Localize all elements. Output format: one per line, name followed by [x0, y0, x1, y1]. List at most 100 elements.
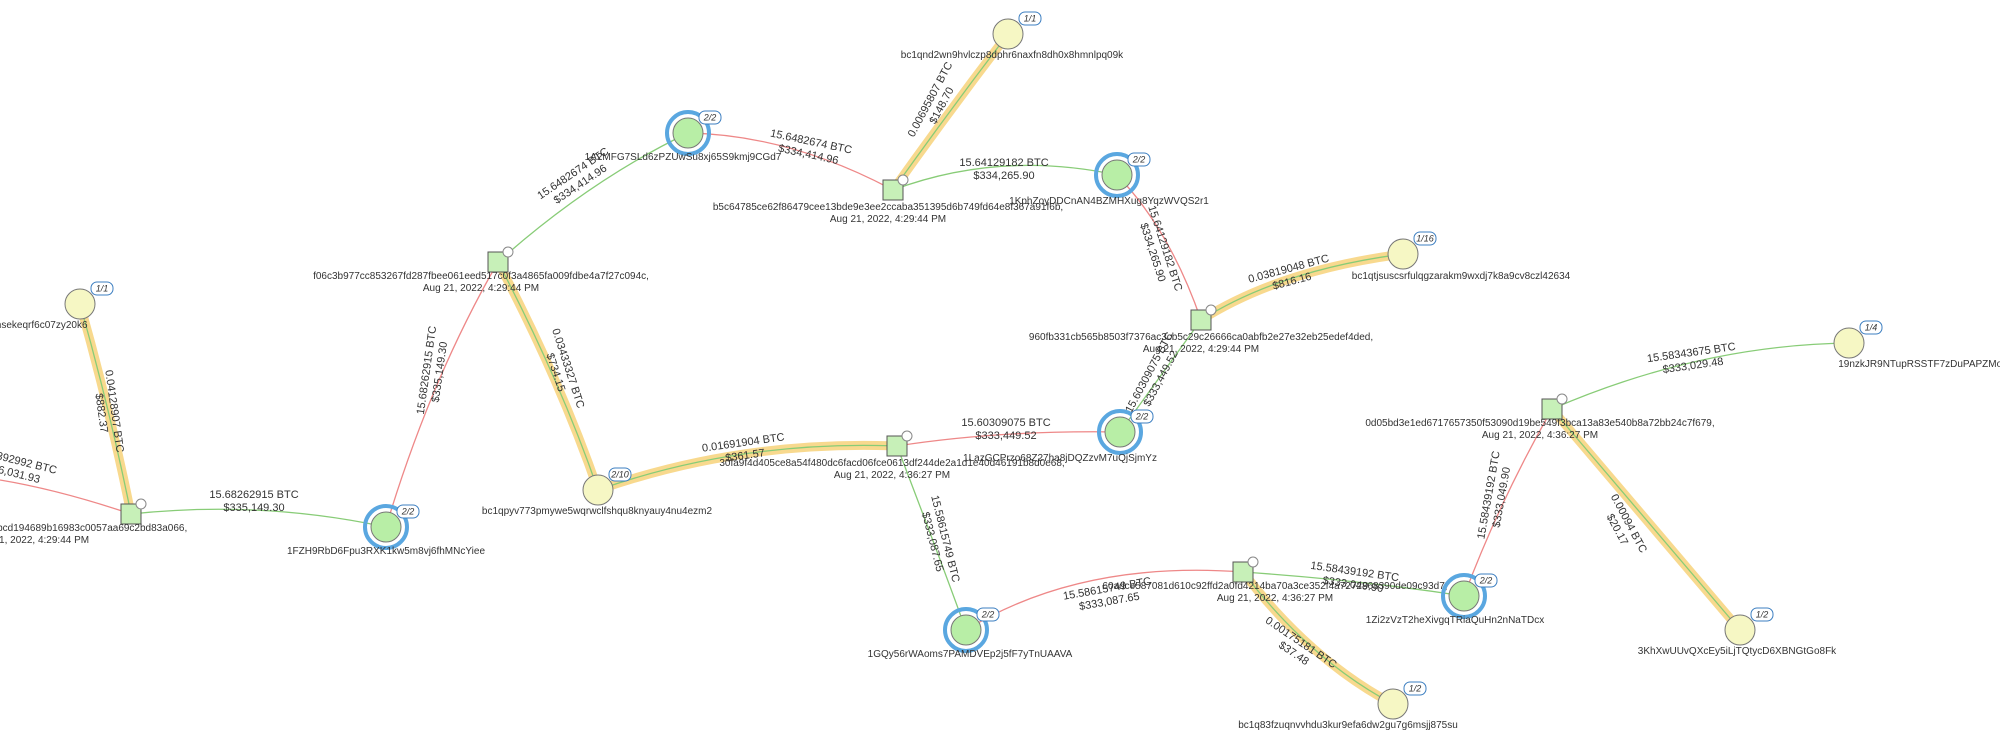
- address-node[interactable]: 1/18fszqyumiw44zx2mt5zmsekeqrf6c07zy20k6: [0, 281, 114, 331]
- transaction-time: Aug 21, 2022, 4:36:27 PM: [834, 470, 950, 481]
- address-circle-icon: [672, 117, 704, 149]
- badge-count: 2/10: [610, 470, 629, 480]
- edge-line: [1242, 571, 1394, 705]
- address-label: 1Zi2zVzT2heXivgqTRiaQuHn2nNaTDcx: [1366, 615, 1544, 626]
- address-circle-icon: [582, 474, 614, 506]
- edge-e17[interactable]: 15.58439192 BTC$333,049.90: [1242, 560, 1465, 597]
- transaction-node[interactable]: 960fb331cb565b8503f7376ac3cb5c29c26666ca…: [1029, 304, 1373, 355]
- address-circle-icon: [64, 288, 96, 320]
- badge-count: 1/4: [1865, 323, 1878, 333]
- transaction-square-icon: [882, 179, 904, 201]
- address-node[interactable]: 2/2 1GQy56rWAoms7PAMDVEp2j5fF7yTnUAAVA: [868, 607, 1073, 660]
- address-label: bc1qtjsuscsrfulqgzarakm9wxdj7k8a9cv8czl4…: [1352, 271, 1571, 282]
- edge-btc-amount: 15.64129182 BTC: [959, 157, 1048, 169]
- address-label: 1FZH9RbD6Fpu3RXK1kw5m8vj6fhMNcYiee: [287, 546, 485, 557]
- transaction-node[interactable]: f06c3b977cc853267fd287fbee061eed517c0f3a…: [313, 246, 649, 294]
- edge-e14[interactable]: 15.68262915 BTC$335,149.30: [130, 489, 387, 530]
- edge-e12[interactable]: 0.03433327 BTC$734.15: [493, 257, 603, 495]
- expand-handle-icon[interactable]: [897, 174, 909, 186]
- badge: [1127, 152, 1151, 167]
- edge-btc-amount: 15.68262915 BTC: [209, 489, 298, 501]
- edge-e15[interactable]: 0.04128907 BTC$882.37: [75, 299, 136, 519]
- transaction-node[interactable]: 5828745d67f41728a6d0a6fbcd194689b16983c0…: [0, 498, 187, 546]
- address-label: 1A2MFG7SLd6zPZUwSu8xj65S9kmj9CGd7: [585, 152, 782, 163]
- expand-handle-icon[interactable]: [135, 498, 147, 510]
- edge-usd-amount: $335,149.30: [223, 502, 284, 514]
- expand-handle-icon[interactable]: [901, 430, 913, 442]
- badge: [1018, 11, 1042, 26]
- badge: [1403, 681, 1427, 696]
- badge-count: 2/2: [1479, 576, 1493, 586]
- transaction-node[interactable]: 0d05bd3e1ed6717657350f53090d19be549f3bca…: [1365, 393, 1715, 441]
- badge: [976, 607, 1000, 622]
- edge-e8[interactable]: 15.60309075 BTC$333,449.52: [896, 417, 1121, 449]
- expand-handle-icon[interactable]: [1556, 393, 1568, 405]
- address-label: 1LazGCPrzo68Z27ha8jDQZzvM7uQjSjmYz: [963, 453, 1157, 464]
- address-label: bc1qnd2wn9hvlczp8dphr6naxfn8dh0x8hmnlpq0…: [901, 50, 1124, 61]
- address-circle-icon: [370, 511, 402, 543]
- address-label: 1KphZoyDDCnAN4BZMHXug8YqzWVQS2r1: [1009, 196, 1209, 207]
- badge-count: 2/2: [981, 610, 995, 620]
- edge-e21[interactable]: 0.00094 BTC$20.17: [1547, 404, 1745, 635]
- transaction-time: Aug 21, 2022, 4:29:44 PM: [0, 535, 89, 546]
- address-circle-icon: [1724, 614, 1756, 646]
- expand-handle-icon[interactable]: [1205, 304, 1217, 316]
- edge-btc-amount: 15.60309075 BTC: [961, 417, 1050, 429]
- badge-count: 1/2: [1409, 684, 1422, 694]
- edge-line: [385, 261, 499, 528]
- transaction-time: Aug 21, 2022, 4:36:27 PM: [1217, 593, 1333, 604]
- edge-e9[interactable]: 0.01691904 BTC$361.57: [593, 431, 902, 495]
- edge-label: 15.58439192 BTC$333,049.90: [1475, 450, 1513, 540]
- expand-handle-icon[interactable]: [1247, 556, 1259, 568]
- address-node[interactable]: 1/1bc1qnd2wn9hvlczp8dphr6naxfn8dh0x8hmnl…: [901, 11, 1124, 61]
- address-node[interactable]: 2/10 bc1qpyv773pmywe5wqrwclfshqu8knyauy4n…: [482, 467, 713, 517]
- edge-e20[interactable]: 15.58343675 BTC$333,029.48: [1551, 339, 1850, 410]
- badge-count: 2/2: [1135, 412, 1149, 422]
- edge-e11[interactable]: 15.58615749 BTC$333,087.65: [965, 567, 1244, 631]
- address-label: 1GQy56rWAoms7PAMDVEp2j5fF7yTnUAAVA: [868, 649, 1073, 660]
- address-node[interactable]: 1/4 19nzkJR9NTupRSSTF7zDuPAPZMompq1MqP: [1833, 320, 2000, 370]
- badge: [1130, 409, 1154, 424]
- address-label: 19nzkJR9NTupRSSTF7zDuPAPZMompq1MqP: [1838, 359, 2000, 370]
- edge-e16[interactable]: 15.72392992 BTC$336,031.93: [0, 444, 132, 516]
- expand-handle-icon[interactable]: [502, 246, 514, 258]
- transaction-node[interactable]: b5c64785ce62f86479cee13bde9e3ee2ccaba351…: [713, 174, 1063, 225]
- transaction-node[interactable]: 60adce587081d610c92ffd2a0fd4214ba70a3ce3…: [1102, 556, 1448, 604]
- address-node[interactable]: 2/2 1Zi2zVzT2heXivgqTRiaQuHn2nNaTDcx: [1366, 573, 1544, 626]
- address-circle-icon: [1377, 688, 1409, 720]
- address-ring: [1441, 573, 1487, 619]
- edge-line: [1463, 408, 1553, 597]
- address-node[interactable]: 1/16bc1qtjsuscsrfulqgzarakm9wxdj7k8a9cv8…: [1352, 231, 1571, 282]
- edge-e6[interactable]: 0.03819048 BTC$816.16: [1196, 249, 1408, 325]
- edge-label: 0.00175181 BTC$37.48: [1263, 615, 1339, 671]
- edge-line: [1116, 174, 1203, 321]
- address-ring: [943, 607, 989, 653]
- edge-usd-amount: $333,449.52: [975, 430, 1036, 442]
- edge-line: [1551, 339, 1850, 410]
- edge-line: [1551, 408, 1741, 631]
- edge-label: 15.58615749 BTC$333,087.65: [919, 494, 961, 584]
- address-node[interactable]: 1/2bc1q83fzuqnvvhdu3kur9efa6dw2gu7g6msjj…: [1238, 681, 1458, 731]
- edge-usd-amount: $882.37: [92, 393, 109, 434]
- address-circle-icon: [1104, 416, 1136, 448]
- transaction-node[interactable]: 30fa9f4d405ce8a54f480dc6facd06fce0613df2…: [719, 430, 1065, 481]
- address-node[interactable]: 2/2 1LazGCPrzo68Z27ha8jDQZzvM7uQjSjmYz: [963, 409, 1157, 464]
- transaction-square-icon: [487, 251, 509, 273]
- address-circle-icon: [992, 18, 1024, 50]
- badge: [698, 110, 722, 125]
- address-label: bc1qpyv773pmywe5wqrwclfshqu8knyauy4nu4ez…: [482, 506, 713, 517]
- edge-label: 15.64129182 BTC$334,265.90: [959, 157, 1048, 182]
- address-node[interactable]: 2/2 1A2MFG7SLd6zPZUwSu8xj65S9kmj9CGd7: [585, 110, 782, 163]
- address-circle-icon: [1833, 327, 1865, 359]
- transaction-square-icon: [886, 435, 908, 457]
- edge-e3[interactable]: 15.64129182 BTC$334,265.90: [892, 157, 1118, 192]
- edge-line: [892, 164, 1118, 192]
- badge-count: 2/2: [703, 113, 717, 123]
- edge-line: [497, 261, 600, 491]
- edge-usd-amount: $334,265.90: [973, 170, 1034, 182]
- edge-e13[interactable]: 15.68262915 BTC$335,149.30: [385, 261, 499, 528]
